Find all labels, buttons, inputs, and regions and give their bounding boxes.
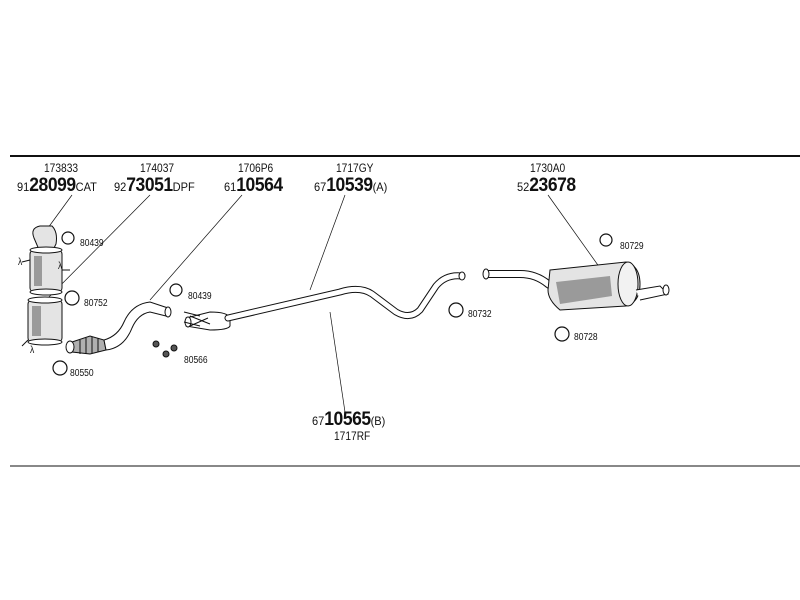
clamp-label: 80439 xyxy=(80,238,104,249)
part-number-p3: 6110564 xyxy=(224,175,283,196)
part-number-p5: 5223678 xyxy=(517,175,576,196)
oe-code-p6: 1717RF xyxy=(334,429,371,443)
part-number-p1: 9128099CAT xyxy=(17,175,97,196)
bolts-80566-icon xyxy=(152,311,201,358)
clamp-label: 80729 xyxy=(620,241,644,252)
catalytic-converter xyxy=(21,225,70,296)
clamp-80729-icon xyxy=(599,233,613,247)
particulate-filter xyxy=(21,296,63,347)
oe-code-p4: 1717GY xyxy=(336,161,374,175)
clamp-label: 80728 xyxy=(574,332,598,343)
clamp-80732-icon xyxy=(448,302,464,318)
clamp-label: 80732 xyxy=(468,309,492,320)
clamp-80728-icon xyxy=(554,326,570,342)
flex-pipe xyxy=(65,301,172,355)
part-number-p6: 6710565(B) xyxy=(312,409,386,430)
clamp-80752-icon xyxy=(64,290,80,306)
front-connector xyxy=(184,311,231,331)
clamp-80550-icon xyxy=(52,360,68,376)
lambda-sensor-symbol: λ xyxy=(58,261,63,272)
oe-code-p5: 1730A0 xyxy=(530,161,566,175)
oe-code-p2: 174037 xyxy=(140,161,175,175)
part-number-p4: 6710539(A) xyxy=(314,175,388,196)
clamp-80439-b-icon xyxy=(169,283,183,297)
part-number-p2: 9273051DPF xyxy=(114,175,195,196)
lambda-sensor-symbol: λ xyxy=(30,345,35,356)
clamp-label: 80439 xyxy=(188,291,212,302)
clamp-label: 80752 xyxy=(84,298,108,309)
clamp-label: 80550 xyxy=(70,368,94,379)
lambda-sensor-symbol: λ xyxy=(18,257,23,268)
oe-code-p1: 173833 xyxy=(44,161,79,175)
clamp-80439-a-icon xyxy=(61,231,75,245)
clamp-label: 80566 xyxy=(184,355,208,366)
rear-muffler xyxy=(482,261,670,311)
oe-code-p3: 1706P6 xyxy=(238,161,274,175)
